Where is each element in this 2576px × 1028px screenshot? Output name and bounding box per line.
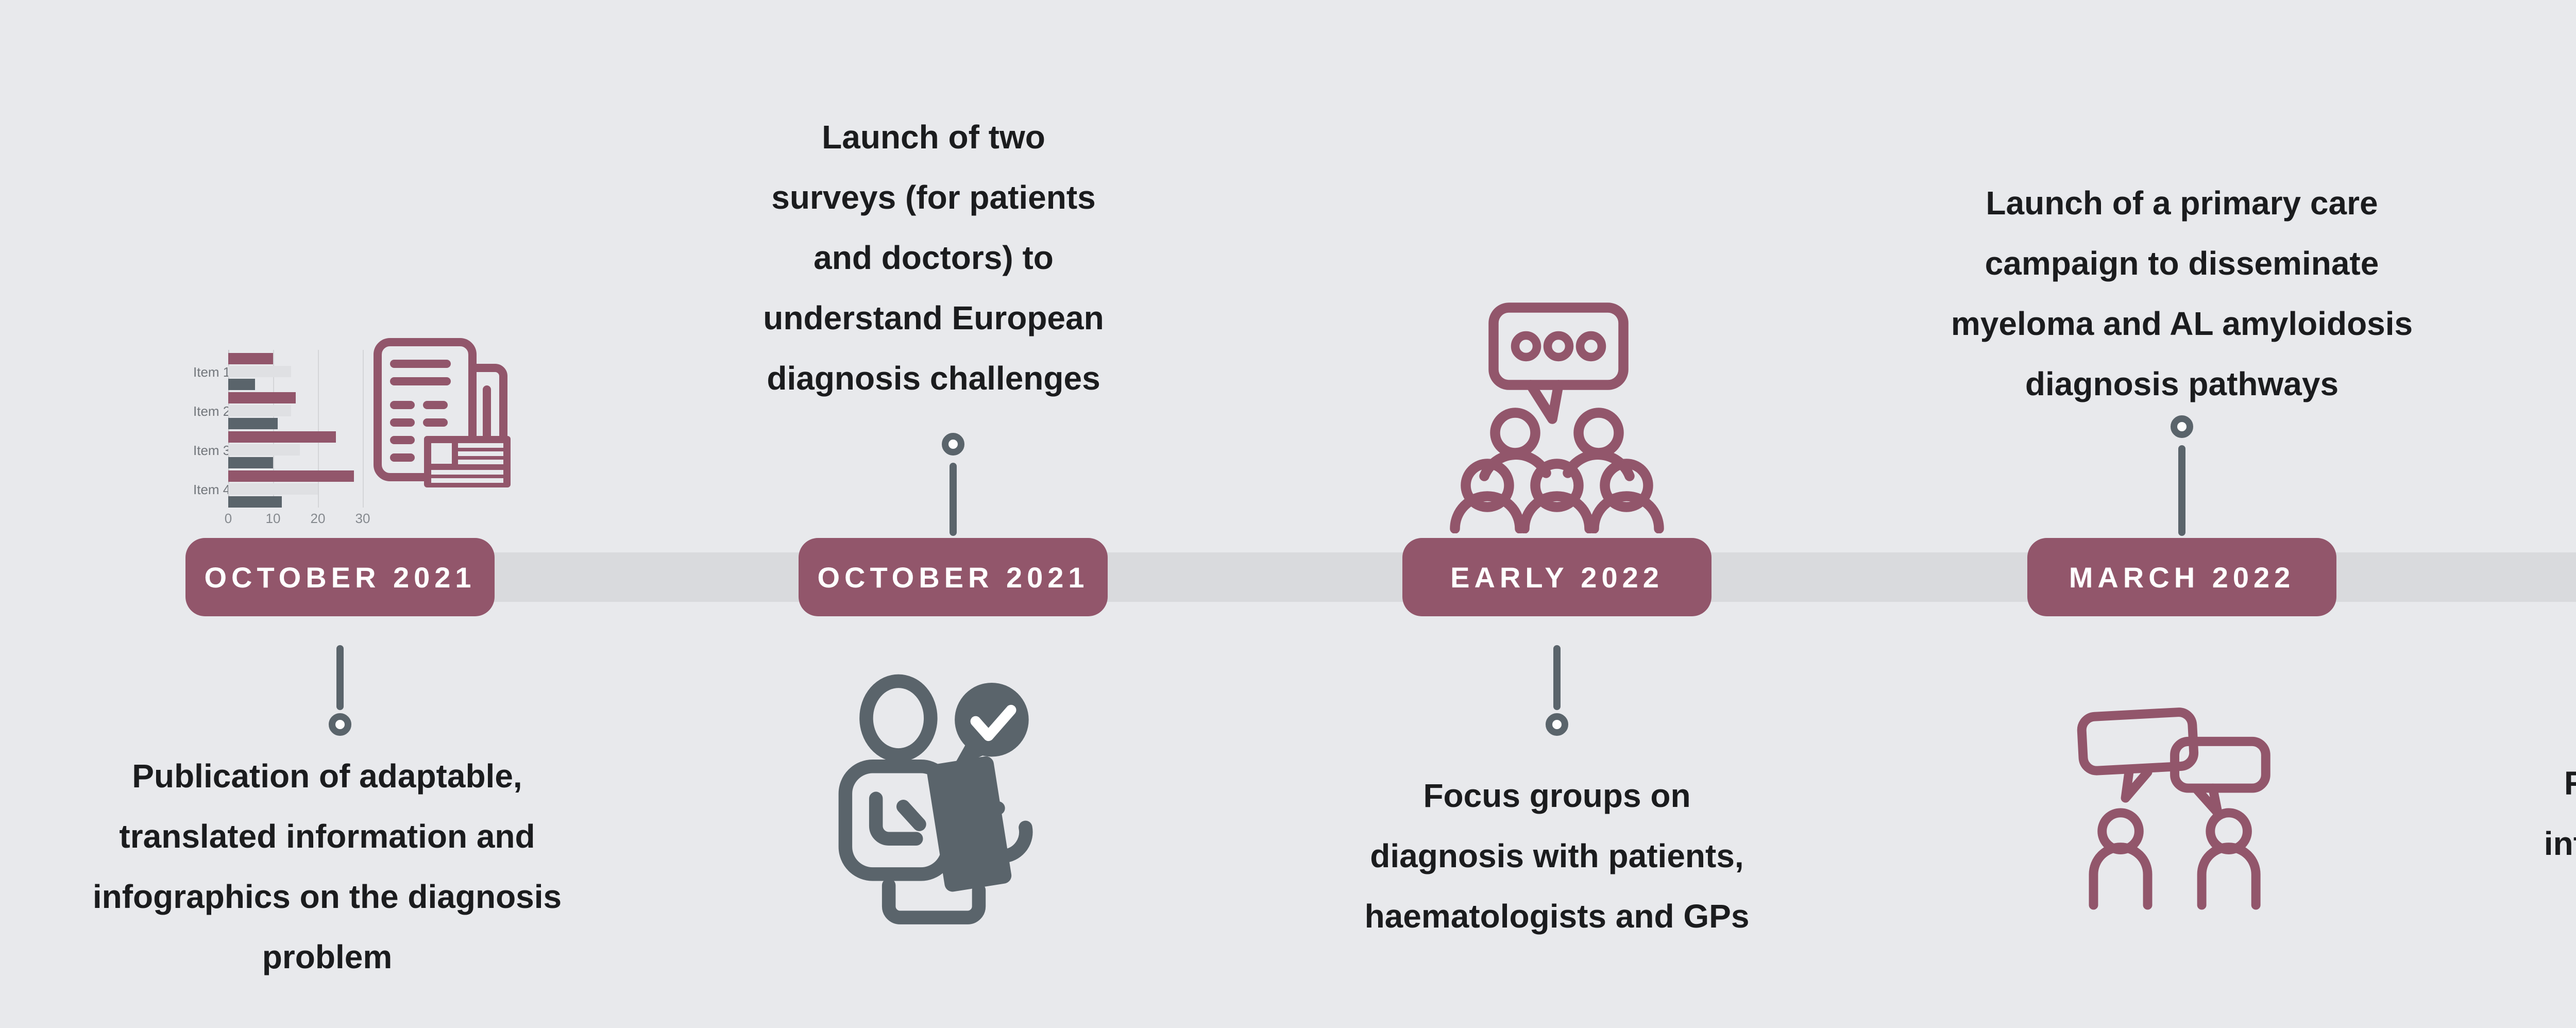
date-label: OCTOBER 2021 <box>204 561 476 594</box>
chart-bar <box>228 405 291 416</box>
date-badge: MARCH 2022 <box>2027 538 2336 616</box>
date-badge: EARLY 2022 <box>1402 538 1711 616</box>
chart-category-label: Item 4 <box>193 482 231 497</box>
chart-axis-tick: 0 <box>224 511 232 526</box>
chart-bar <box>228 379 256 390</box>
chart-bar <box>228 496 282 508</box>
connector-line <box>336 645 344 710</box>
chart-bar <box>228 431 336 443</box>
connector-dot <box>329 713 351 736</box>
date-label: OCTOBER 2021 <box>817 561 1089 594</box>
chart-axis-tick: 10 <box>265 511 281 526</box>
chart-gridline <box>318 350 319 508</box>
description-line: Publication of adaptable, <box>132 757 522 795</box>
description-line: campaign to disseminate <box>1985 245 2379 282</box>
connector-line <box>1553 645 1561 710</box>
chart-bar <box>228 444 300 456</box>
description-line: surveys (for patients <box>771 179 1096 216</box>
description-line: Launch of a primary care <box>1986 184 2378 222</box>
focus-group-icon <box>1418 301 1696 533</box>
speech-bubbles-people-icon <box>2070 707 2292 910</box>
connector-dot <box>942 433 964 456</box>
chart-category-label: Item 3 <box>193 443 231 458</box>
description-line: myeloma and AL amyloidosis <box>1951 305 2413 342</box>
description-line: Launch of two <box>822 119 1045 156</box>
date-badge: OCTOBER 2021 <box>185 538 495 616</box>
chart-bar <box>228 470 354 482</box>
description-line: and doctors) to <box>814 239 1054 276</box>
mini-bar-chart: 0 10 20 30 Item 1 Item 2 Item 3 Item 4 <box>193 338 370 533</box>
description-line: information on diagnosis <box>2544 825 2576 862</box>
description-line: Reports, webinars and <box>2564 765 2576 802</box>
milestone-description: Publication of adaptable, translated inf… <box>0 746 662 987</box>
chart-category-label: Item 2 <box>193 403 231 419</box>
chart-bar <box>228 457 273 468</box>
newspaper-icon <box>374 338 511 487</box>
description-line: infographics on the diagnosis <box>92 878 562 915</box>
description-line: diagnosis with patients, <box>1370 837 1744 874</box>
chart-bar <box>228 483 318 495</box>
milestone-description: Launch of a primary care campaign to dis… <box>1847 173 2517 414</box>
description-line: problem <box>262 938 393 975</box>
date-badge: OCTOBER 2021 <box>799 538 1108 616</box>
survey-person-check-icon <box>824 670 1082 935</box>
date-label: MARCH 2022 <box>2069 561 2295 594</box>
description-line: understand European <box>763 299 1104 336</box>
chart-axis-tick: 20 <box>310 511 326 526</box>
description-line: Focus groups on <box>1423 777 1691 814</box>
chart-bar <box>228 418 278 429</box>
connector-line <box>2178 445 2185 536</box>
description-line: haematologists and GPs <box>1364 898 1750 935</box>
chart-gridline <box>363 350 364 508</box>
chart-bar <box>228 353 273 364</box>
bar-chart-newspaper-icon: 0 10 20 30 Item 1 Item 2 Item 3 Item 4 <box>193 338 523 533</box>
connector-line <box>950 463 957 536</box>
description-line: diagnosis pathways <box>2025 365 2339 402</box>
milestone-description: Focus groups on diagnosis with patients,… <box>1222 766 1892 947</box>
chart-bar <box>228 392 296 403</box>
description-line: diagnosis challenges <box>767 360 1100 397</box>
chart-category-label: Item 1 <box>193 364 231 380</box>
connector-dot <box>1546 713 1568 736</box>
date-label: EARLY 2022 <box>1450 561 1664 594</box>
chart-bar <box>228 366 291 377</box>
milestone-description: Launch of two surveys (for patients and … <box>599 107 1268 409</box>
connector-dot <box>2171 415 2193 438</box>
milestone-description: Reports, webinars and information on dia… <box>2406 753 2576 874</box>
description-line: translated information and <box>119 818 535 855</box>
chart-axis-tick: 30 <box>355 511 370 526</box>
